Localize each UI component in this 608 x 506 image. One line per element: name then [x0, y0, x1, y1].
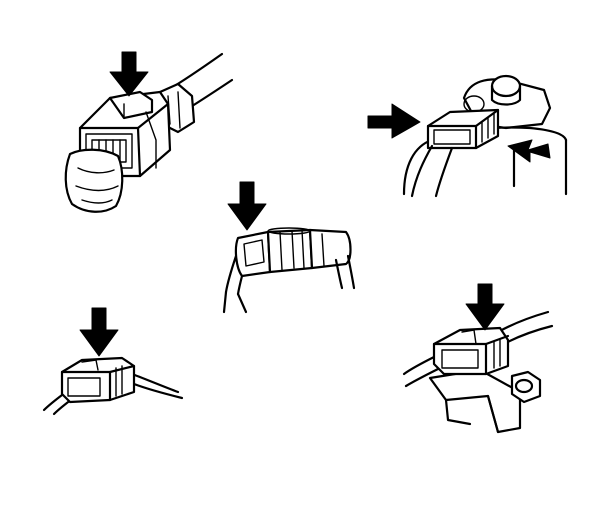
release-arrow-icon [465, 283, 505, 331]
small-two-wire-connector [42, 307, 184, 416]
sensor-connector [367, 74, 568, 198]
release-arrow-icon [109, 51, 149, 97]
inline-cylindrical-connector [222, 181, 356, 314]
release-arrow-icon [79, 307, 119, 357]
release-arrow-icon [367, 103, 421, 139]
bracket-mounted-connector [402, 283, 554, 434]
multi-pin-connector [64, 51, 234, 213]
release-arrow-icon [507, 139, 551, 163]
release-arrow-icon [227, 181, 267, 231]
